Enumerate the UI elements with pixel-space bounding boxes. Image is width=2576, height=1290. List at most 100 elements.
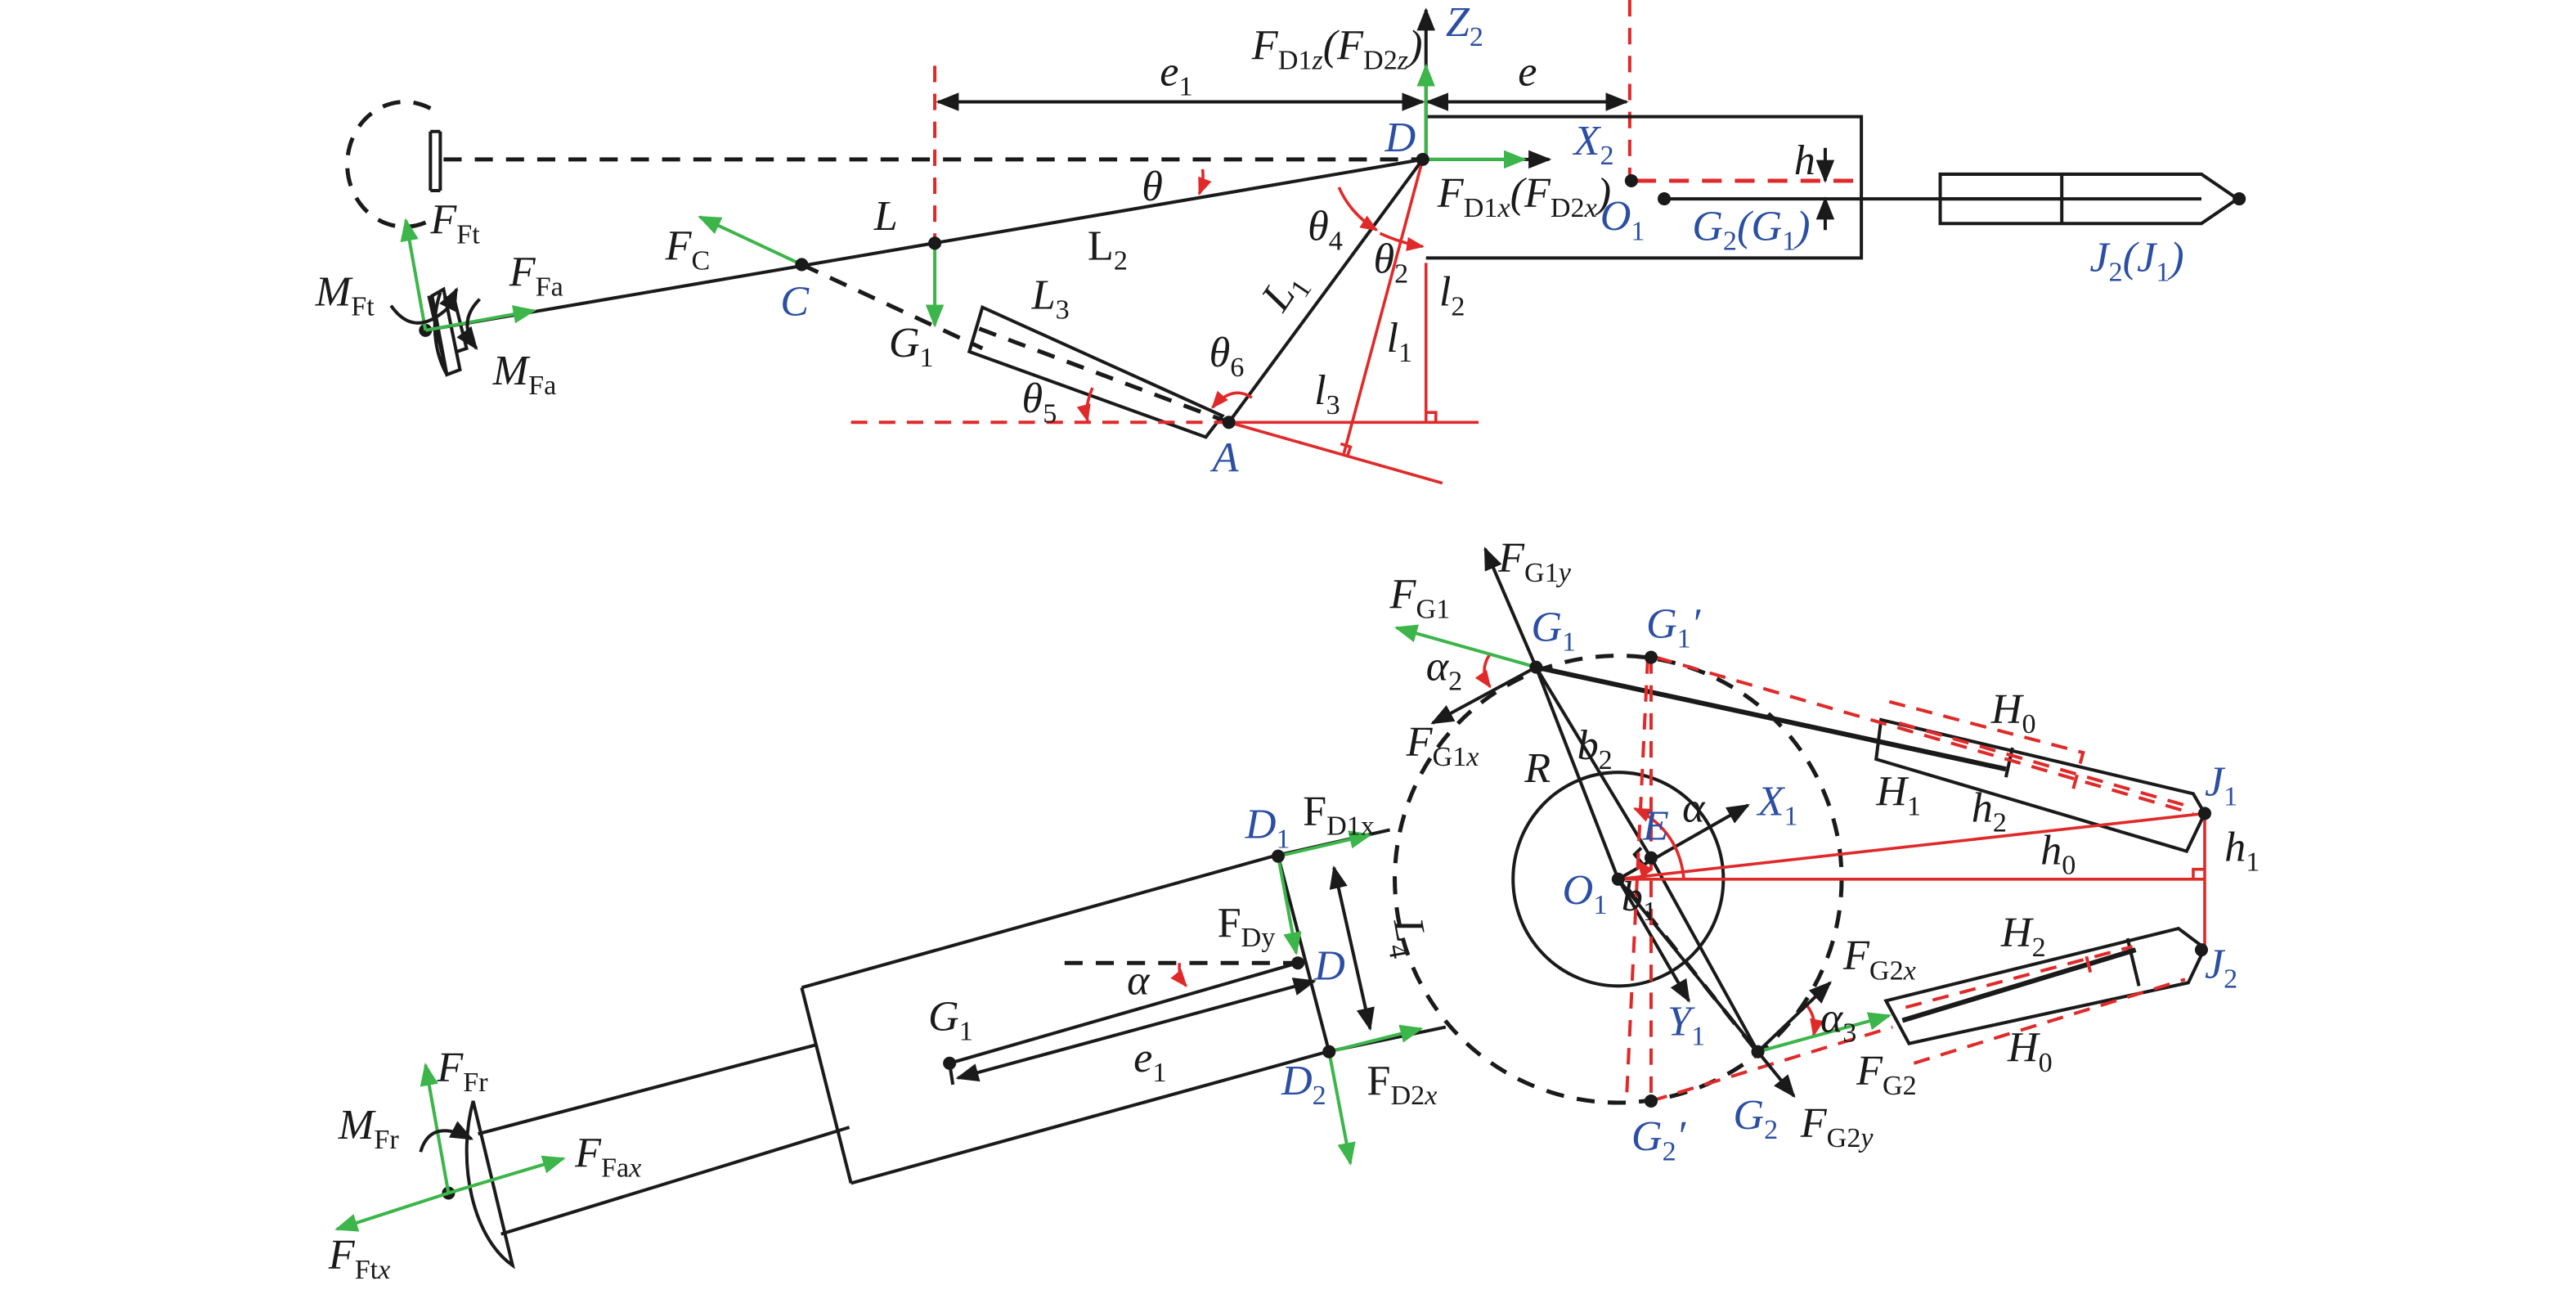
label-theta2: θ2: [1373, 235, 1408, 289]
label-b1: b1: [1622, 873, 1657, 927]
angle-alpha3-arc: [1806, 1005, 1824, 1037]
label-H0-lower: H0: [2007, 1024, 2053, 1078]
moment-MFt-arrow: [389, 287, 459, 325]
right-angle-l2: [1425, 411, 1438, 423]
force-FFa-arrow: [424, 305, 536, 332]
ghost-wheel-bracket: [429, 129, 442, 193]
label-h0: h0: [2040, 827, 2076, 881]
label-J2J1: J2(J1): [2089, 233, 2183, 287]
shaft-bottom-edge: [500, 1126, 850, 1236]
label-theta4: θ4: [1308, 202, 1343, 256]
point-A-dot: [1222, 416, 1236, 429]
cylinder-L3-axis: [978, 326, 1230, 425]
label-G2G1: G2(G1): [1692, 202, 1810, 256]
force-D2-down-arrow: [1327, 1051, 1356, 1166]
label-Y1: Y1: [1667, 998, 1705, 1052]
label-O1-bottom: O1: [1562, 866, 1607, 920]
label-h: h: [1794, 137, 1815, 184]
red-G1p-J1: [1655, 655, 2194, 816]
point-G1-bottom-dot: [1529, 660, 1543, 674]
label-b2: b2: [1577, 721, 1613, 775]
label-E: E: [1642, 802, 1669, 850]
label-FDy: FDy: [1218, 899, 1276, 953]
label-FD2x: FD2x: [1367, 1057, 1437, 1111]
shaft-top-edge: [478, 1043, 815, 1136]
red-lower-finger-box: [1905, 945, 2186, 1065]
arm-end-D1-D2: [1277, 856, 1331, 1053]
dashed-O1-G2: [1624, 886, 1757, 1050]
label-FFax: FFax: [574, 1129, 641, 1183]
point-C-dot: [795, 258, 809, 272]
right-angle-l1: [1340, 442, 1353, 458]
label-e1-bottom: e1: [1133, 1034, 1166, 1088]
label-theta5: θ5: [1022, 375, 1057, 429]
force-FD1x-arrow: [1277, 830, 1373, 858]
point-J-dot: [2233, 192, 2246, 206]
dim-L4: [1329, 865, 1375, 1032]
force-FG1x-arrow: [1430, 665, 1537, 725]
point-D2-dot: [1322, 1045, 1336, 1059]
label-MFa: MFa: [492, 347, 557, 401]
label-A: A: [1210, 434, 1240, 482]
label-D: D: [1384, 114, 1416, 161]
label-H2: H2: [2000, 909, 2046, 963]
label-G1-left: G1: [928, 993, 973, 1047]
moment-MFr-arrow: [419, 1121, 474, 1153]
label-L3: L3: [1031, 272, 1070, 326]
label-Z2: Z2: [1446, 0, 1483, 52]
label-L4: L4: [1378, 914, 1438, 961]
angle-theta5-arc: [1076, 387, 1094, 423]
label-MFt: MFt: [315, 268, 375, 322]
label-alpha2: α2: [1426, 643, 1463, 697]
point-G2-dot: [1751, 1045, 1765, 1059]
label-alpha: α: [1127, 956, 1151, 1004]
point-G1p-dot: [1644, 650, 1658, 664]
perpendicular-line-A: [1228, 420, 1443, 485]
cylinder-L3: [967, 304, 1225, 439]
force-FG2y-arrow: [1756, 1050, 1796, 1099]
point-O1-dot: [1624, 173, 1638, 188]
label-e: e: [1518, 47, 1537, 95]
gripper-end: [1938, 172, 2241, 226]
label-e1: e1: [1160, 47, 1192, 101]
frame-box: [1425, 115, 1864, 260]
angle-alpha-E-arc: [1632, 807, 1685, 879]
label-R: R: [1524, 744, 1551, 792]
angle-alpha2-arc: [1474, 653, 1492, 689]
label-alpha3: α3: [1820, 995, 1857, 1049]
force-FFax-arrow: [447, 1155, 566, 1195]
label-G2p: G2′: [1631, 1112, 1687, 1166]
label-G1-bottom: G1: [1531, 603, 1576, 657]
label-O1: O1: [1600, 192, 1645, 246]
red-G1p-G2p-left: [1624, 657, 1649, 1102]
label-FFa: FFa: [509, 249, 563, 303]
force-FD2x-arrow: [1328, 1024, 1424, 1054]
point-D1-dot: [1271, 849, 1285, 863]
link-E-G2: [1649, 856, 1760, 1053]
arm-body: [800, 828, 1447, 1185]
label-FG1x: FG1x: [1406, 718, 1479, 772]
force-FFtx-arrow: [334, 1191, 450, 1232]
angle-theta2-arc: [1379, 231, 1425, 251]
point-O1-bottom-dot: [1611, 872, 1625, 886]
label-H0-upper: H0: [1990, 685, 2036, 739]
label-G2: G2: [1733, 1091, 1778, 1145]
label-C: C: [780, 278, 810, 326]
label-FG2y: FG2y: [1800, 1099, 1874, 1153]
label-MFr: MFr: [338, 1101, 399, 1155]
point-D-bottom-dot: [1291, 956, 1305, 970]
label-h1: h1: [2224, 824, 2260, 878]
label-D1: D1: [1245, 801, 1290, 855]
force-FFt-arrow: [400, 218, 428, 331]
dim-e1-bottom: [955, 978, 1317, 1082]
label-FD1z: FD1z(FD2z): [1251, 21, 1423, 75]
label-FFt: FFt: [429, 196, 480, 249]
point-G1-left-dot: [943, 1056, 957, 1070]
angle-theta-arc: [1197, 169, 1212, 196]
label-X1: X1: [1757, 777, 1798, 831]
label-J2: J2: [2205, 940, 2237, 994]
G1-D-line: [949, 961, 1299, 1065]
moment-MFa-arrow: [456, 298, 482, 351]
angle-theta4-arc: [1337, 187, 1379, 231]
